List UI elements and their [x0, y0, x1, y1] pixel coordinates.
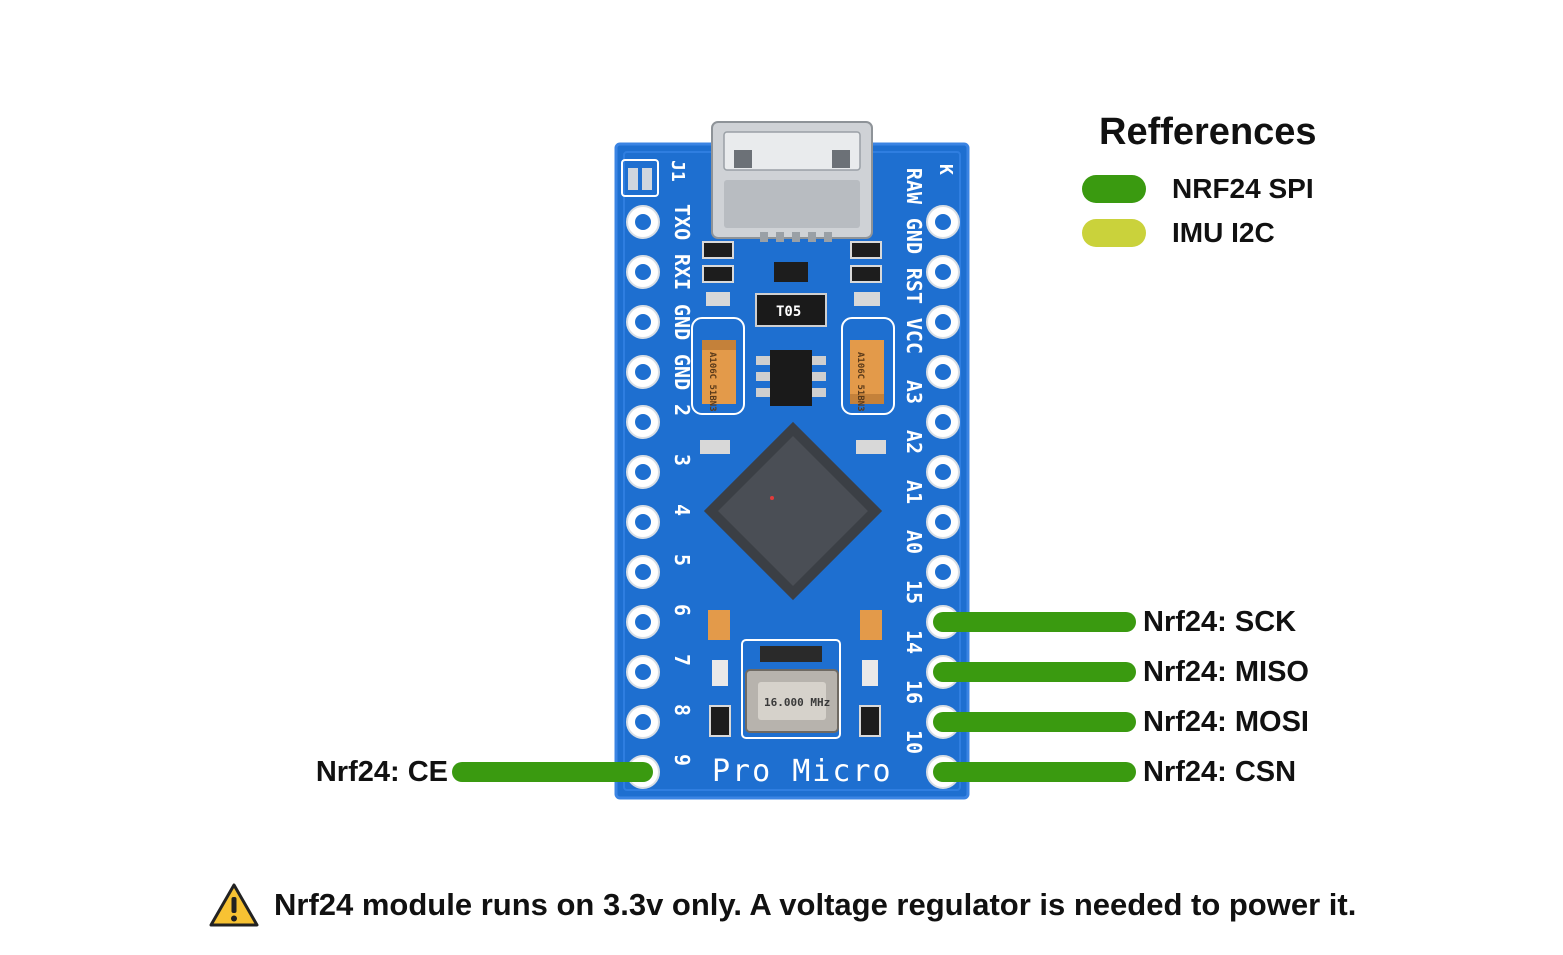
board-name: Pro Micro — [712, 754, 893, 789]
pin-label-right-10: 10 — [902, 730, 926, 754]
pin-hole-right-rst — [935, 314, 951, 330]
reference-swatch — [1082, 219, 1146, 247]
pin-label-right-a0: A0 — [902, 530, 926, 554]
pin-label-left-rxi: RXI — [670, 254, 694, 290]
pin-label-right-15: 15 — [902, 580, 926, 604]
connection-label-nrf24-ce: Nrf24: CE — [316, 755, 448, 789]
connection-label-nrf24-csn: Nrf24: CSN — [1143, 755, 1296, 789]
connection-label-nrf24-mosi: Nrf24: MOSI — [1143, 705, 1309, 739]
references-title: Refferences — [1099, 110, 1317, 154]
pin-hole-left-4 — [635, 514, 651, 530]
silk-cap-right: A106C 51BN3 — [855, 352, 865, 412]
pin-hole-right-a0 — [935, 564, 951, 580]
pin-label-left-2: 2 — [670, 404, 694, 416]
pin-label-right-a1: A1 — [902, 480, 926, 504]
warning-text: Nrf24 module runs on 3.3v only. A voltag… — [274, 887, 1356, 923]
pin-hole-left-5 — [635, 564, 651, 580]
pin-hole-left-3 — [635, 464, 651, 480]
pin-hole-left-7 — [635, 664, 651, 680]
pin-hole-right-raw — [935, 214, 951, 230]
pin-hole-left-rxi — [635, 264, 651, 280]
pin-label-right-14: 14 — [902, 630, 926, 654]
pin-hole-right-vcc — [935, 364, 951, 380]
pin-label-left-6: 6 — [670, 604, 694, 616]
reference-item-imu-i2c: IMU I2C — [1082, 217, 1275, 249]
power-warning: Nrf24 module runs on 3.3v only. A voltag… — [208, 882, 1356, 928]
pin-label-left-7: 7 — [670, 654, 694, 666]
pin-hole-right-a1 — [935, 514, 951, 530]
pin-label-left-5: 5 — [670, 554, 694, 566]
pin-hole-left-gnd — [635, 364, 651, 380]
pin-hole-right-gnd — [935, 264, 951, 280]
silk-k: K — [935, 164, 956, 175]
pin-label-left-3: 3 — [670, 454, 694, 466]
pin-hole-left-2 — [635, 414, 651, 430]
pin-label-right-16: 16 — [902, 680, 926, 704]
silk-cap-left: A106C 51BN3 — [707, 352, 717, 412]
pin-label-right-a3: A3 — [902, 380, 926, 404]
reference-swatch — [1082, 175, 1146, 203]
pin-hole-left-txo — [635, 214, 651, 230]
pin-label-left-4: 4 — [670, 504, 694, 516]
pin-label-left-9: 9 — [670, 754, 694, 766]
pin-label-left-txo: TXO — [670, 204, 694, 240]
pin-label-right-rst: RST — [902, 268, 926, 304]
warning-icon — [208, 882, 260, 928]
connection-label-nrf24-sck: Nrf24: SCK — [1143, 605, 1296, 639]
silk-crystal: 16.000 MHz — [764, 696, 830, 709]
pin-label-left-8: 8 — [670, 704, 694, 716]
pin-hole-left-6 — [635, 614, 651, 630]
pin-hole-right-a3 — [935, 414, 951, 430]
pin-hole-right-a2 — [935, 464, 951, 480]
pin-hole-left-gnd — [635, 314, 651, 330]
silk-j1: J1 — [667, 160, 688, 182]
pin-label-right-raw: RAW — [902, 168, 926, 205]
pin-label-left-gnd: GND — [670, 304, 694, 340]
pin-hole-left-8 — [635, 714, 651, 730]
reference-label: IMU I2C — [1172, 217, 1275, 249]
reference-item-nrf24-spi: NRF24 SPI — [1082, 173, 1314, 205]
pin-label-right-vcc: VCC — [902, 318, 926, 354]
connection-label-nrf24-miso: Nrf24: MISO — [1143, 655, 1309, 689]
pin-label-right-a2: A2 — [902, 430, 926, 454]
reference-label: NRF24 SPI — [1172, 173, 1314, 205]
pin-label-right-gnd: GND — [902, 218, 926, 254]
usb-connector — [712, 122, 872, 242]
silk-regulator: T05 — [776, 304, 801, 320]
pin-label-left-gnd: GND — [670, 354, 694, 390]
